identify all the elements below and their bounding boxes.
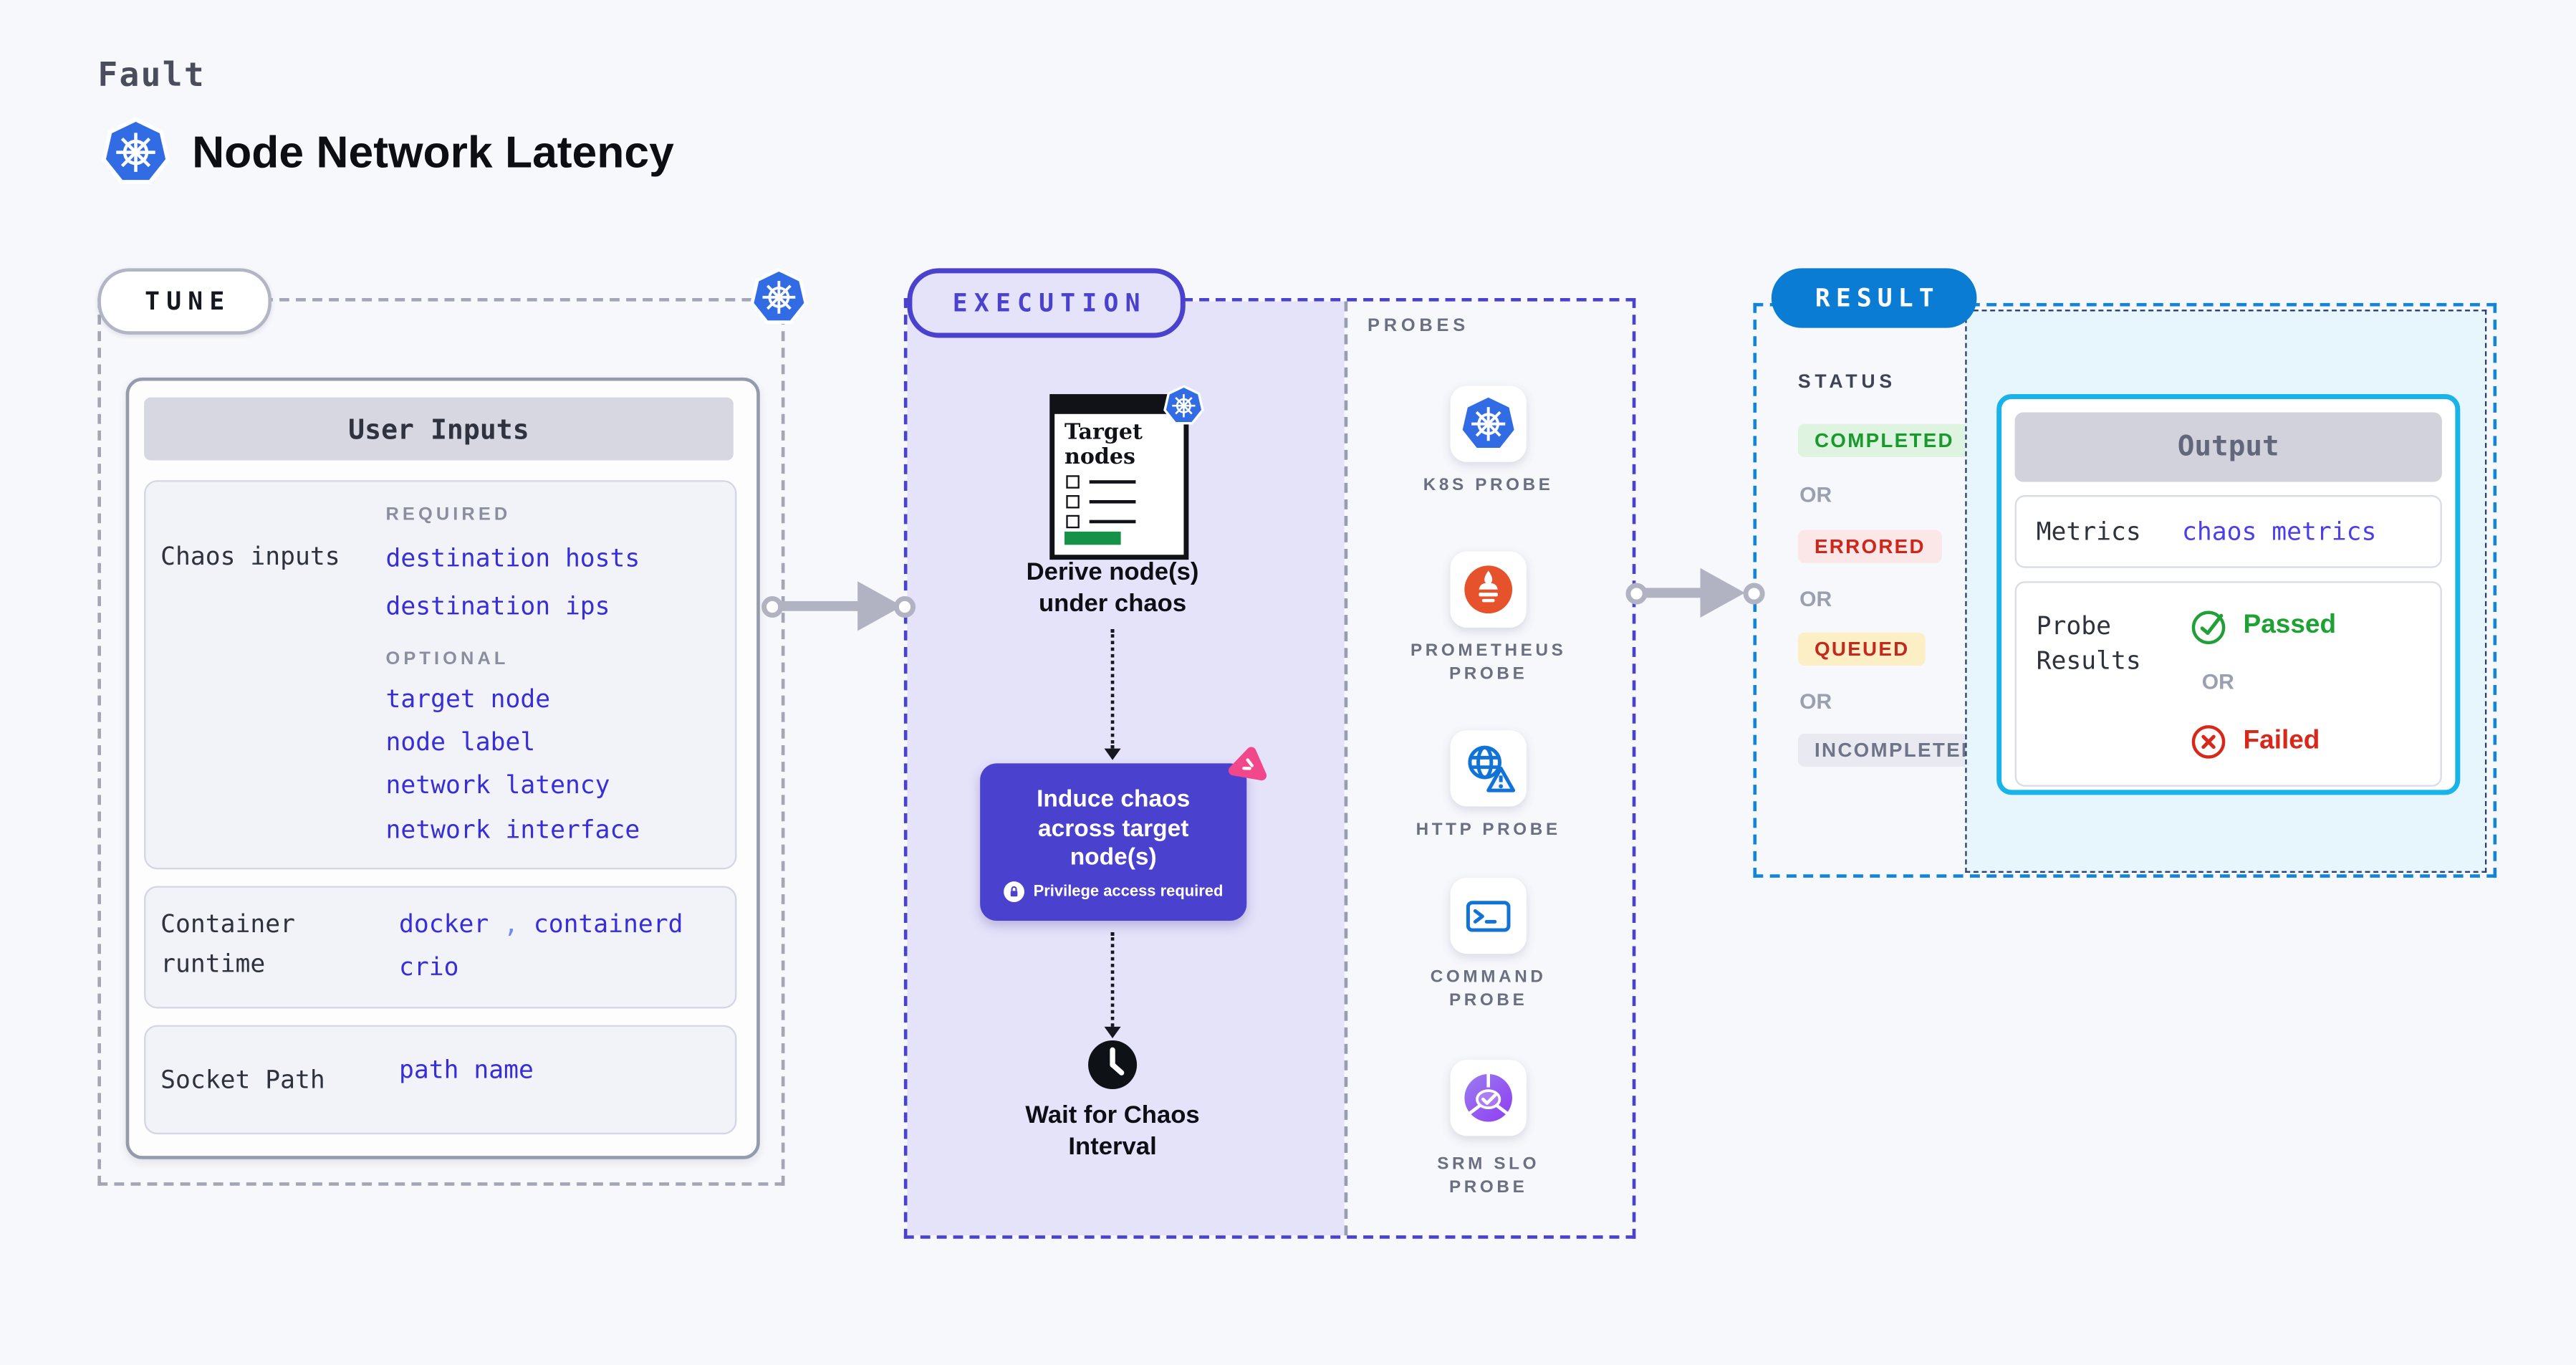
link-containerd[interactable]: containerd bbox=[533, 909, 683, 939]
metrics-row: Metrics chaos metrics bbox=[2014, 495, 2442, 568]
green-progress-bar bbox=[1064, 531, 1121, 545]
link-destination-ips[interactable]: destination ips bbox=[385, 591, 610, 621]
connector-dot bbox=[893, 595, 916, 617]
checkbox-icon bbox=[1066, 495, 1080, 509]
passed-label: Passed bbox=[2243, 610, 2337, 640]
lock-icon bbox=[1003, 881, 1026, 903]
checkbox-icon bbox=[1066, 475, 1080, 489]
terminal-icon bbox=[1458, 886, 1518, 945]
page-title: Node Network Latency bbox=[192, 127, 674, 178]
induce-chaos-title: Induce chaos across target node(s) bbox=[1037, 786, 1191, 871]
flow-arrow-line bbox=[779, 600, 861, 612]
probe-results-row: Probe Results Passed OR Failed bbox=[2014, 581, 2442, 787]
or-label: OR bbox=[1799, 482, 1832, 507]
status-badge-queued: QUEUED bbox=[1797, 632, 1926, 666]
or-label: OR bbox=[1799, 586, 1832, 611]
chaos-inputs-label: Chaos inputs bbox=[160, 541, 340, 572]
chaos-inputs-section: Chaos inputs REQUIRED destination hosts … bbox=[144, 480, 737, 870]
link-chaos-metrics[interactable]: chaos metrics bbox=[2182, 517, 2377, 547]
link-network-latency[interactable]: network latency bbox=[385, 770, 610, 800]
slo-pie-check-icon bbox=[1455, 1065, 1521, 1131]
execution-pill: EXECUTION bbox=[907, 268, 1186, 338]
container-runtime-label: Container runtime bbox=[160, 909, 296, 979]
kubernetes-icon bbox=[1162, 384, 1205, 427]
socket-path-section: Socket Path path name bbox=[144, 1025, 737, 1135]
target-nodes-graphic: Target nodes bbox=[1049, 394, 1188, 560]
derive-nodes-caption: Derive node(s) under chaos bbox=[1026, 557, 1199, 618]
link-crio[interactable]: crio bbox=[398, 952, 459, 982]
clock-icon bbox=[1086, 1038, 1139, 1091]
status-badge-completed: COMPLETED bbox=[1797, 423, 1971, 457]
metrics-label: Metrics bbox=[2036, 517, 2141, 547]
x-circle-icon bbox=[2188, 722, 2228, 762]
probe-label: PROMETHEUS PROBE bbox=[1410, 641, 1567, 684]
checkbox-icon bbox=[1066, 514, 1080, 529]
probe-label: SRM SLO PROBE bbox=[1437, 1154, 1540, 1197]
induce-chaos-step: Induce chaos across target node(s) Privi… bbox=[980, 763, 1246, 921]
privilege-note: Privilege access required bbox=[980, 881, 1246, 903]
privilege-note-text: Privilege access required bbox=[1033, 882, 1224, 901]
connector-dot bbox=[1742, 582, 1764, 604]
container-runtime-section: Container runtime docker , containerd cr… bbox=[144, 886, 737, 1009]
probe-results-label: Probe Results bbox=[2036, 610, 2141, 676]
status-heading: STATUS bbox=[1797, 372, 1896, 393]
globe-warning-icon bbox=[1458, 739, 1518, 798]
link-network-interface[interactable]: network interface bbox=[385, 815, 640, 845]
probe-card-srm-slo bbox=[1450, 1060, 1527, 1136]
probe-card-prometheus bbox=[1450, 551, 1527, 628]
runtime-separator: , bbox=[504, 909, 519, 939]
dotted-connector bbox=[1110, 629, 1114, 749]
probe-label: COMMAND PROBE bbox=[1430, 967, 1547, 1010]
check-circle-icon bbox=[2188, 606, 2228, 646]
link-destination-hosts[interactable]: destination hosts bbox=[385, 543, 640, 573]
fault-kicker: Fault bbox=[97, 54, 206, 95]
kubernetes-icon bbox=[1461, 396, 1516, 449]
kubernetes-icon bbox=[100, 116, 173, 189]
output-header: Output bbox=[2014, 412, 2442, 482]
required-heading: REQUIRED bbox=[385, 504, 511, 525]
dotted-connector bbox=[1110, 932, 1114, 1027]
tune-pill: TUNE bbox=[97, 268, 272, 335]
list-line bbox=[1089, 480, 1136, 484]
link-docker[interactable]: docker bbox=[398, 909, 489, 939]
failed-indicator: Failed bbox=[2188, 722, 2320, 762]
passed-indicator: Passed bbox=[2188, 606, 2336, 646]
document-titlebar bbox=[1052, 397, 1176, 414]
probes-heading: PROBES bbox=[1367, 316, 1470, 337]
list-line bbox=[1089, 499, 1136, 504]
result-pill: RESULT bbox=[1771, 268, 1977, 328]
optional-heading: OPTIONAL bbox=[385, 648, 509, 669]
link-target-node[interactable]: target node bbox=[385, 684, 551, 714]
prometheus-icon bbox=[1464, 565, 1513, 614]
or-label: OR bbox=[2201, 669, 2234, 694]
link-node-label[interactable]: node label bbox=[385, 727, 536, 757]
or-label: OR bbox=[1799, 689, 1832, 714]
chaos-litmus-icon bbox=[1227, 742, 1272, 786]
target-nodes-title: Target nodes bbox=[1064, 421, 1143, 471]
link-path-name[interactable]: path name bbox=[398, 1055, 534, 1085]
list-line bbox=[1089, 519, 1136, 524]
probe-label: HTTP PROBE bbox=[1416, 819, 1561, 840]
failed-label: Failed bbox=[2243, 727, 2320, 755]
flow-arrow-line bbox=[1643, 587, 1714, 598]
socket-path-label: Socket Path bbox=[160, 1065, 325, 1095]
kubernetes-icon bbox=[749, 267, 810, 328]
output-card: Output Metrics chaos metrics Probe Resul… bbox=[1996, 394, 2461, 795]
connector-dot bbox=[1625, 582, 1647, 604]
dotted-arrow-head bbox=[1103, 1026, 1120, 1039]
probes-divider bbox=[1344, 301, 1348, 1236]
probe-card-k8s bbox=[1450, 385, 1527, 462]
status-badge-incompleted: INCOMPLETED bbox=[1797, 733, 1994, 767]
probe-card-http bbox=[1450, 730, 1527, 807]
wait-interval-caption: Wait for Chaos Interval bbox=[1025, 1101, 1200, 1162]
flow-arrow-head bbox=[1700, 567, 1745, 618]
probe-label: K8S PROBE bbox=[1423, 475, 1554, 496]
tune-section bbox=[97, 297, 785, 1186]
probe-card-command bbox=[1450, 877, 1527, 954]
dotted-arrow-head bbox=[1103, 748, 1120, 760]
status-badge-errored: ERRORED bbox=[1797, 530, 1942, 563]
user-inputs-header: User Inputs bbox=[144, 397, 734, 461]
